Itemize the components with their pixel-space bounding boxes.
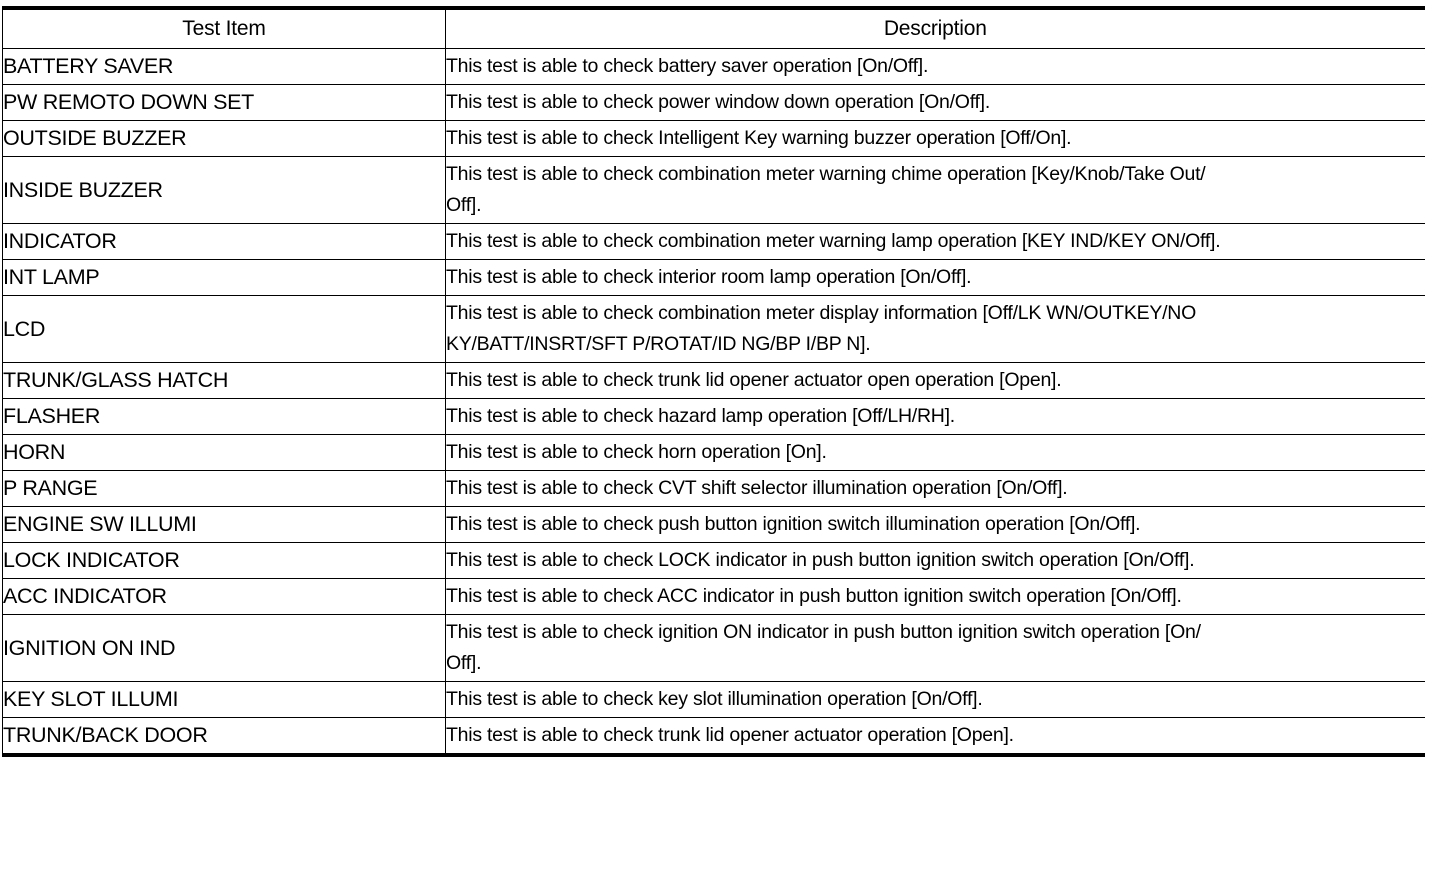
cell-test-item: TRUNK/BACK DOOR bbox=[2, 717, 446, 755]
cell-description: This test is able to check LOCK indicato… bbox=[445, 542, 1425, 579]
cell-test-item: KEY SLOT ILLUMI bbox=[2, 681, 446, 718]
cell-test-item: P RANGE bbox=[2, 470, 446, 507]
cell-description: This test is able to check combination m… bbox=[445, 223, 1425, 260]
cell-test-item: LCD bbox=[2, 295, 446, 363]
cell-description: This test is able to check power window … bbox=[445, 84, 1425, 121]
cell-test-item: BATTERY SAVER bbox=[2, 48, 446, 85]
cell-description: This test is able to check combination m… bbox=[445, 295, 1425, 363]
description-line-2: KY/BATT/INSRT/SFT P/ROTAT/ID NG/BP I/BP … bbox=[446, 333, 871, 355]
cell-test-item: INT LAMP bbox=[2, 259, 446, 296]
cell-description: This test is able to check Intelligent K… bbox=[445, 120, 1425, 157]
cell-description: This test is able to check combination m… bbox=[445, 156, 1425, 224]
cell-description: This test is able to check ACC indicator… bbox=[445, 578, 1425, 615]
description-line-1: This test is able to check combination m… bbox=[446, 302, 1197, 324]
description-line-1: This test is able to check combination m… bbox=[446, 163, 1206, 185]
description-line-2: Off]. bbox=[446, 652, 482, 674]
cell-test-item: PW REMOTO DOWN SET bbox=[2, 84, 446, 121]
cell-description: This test is able to check hazard lamp o… bbox=[445, 398, 1425, 435]
cell-description: This test is able to check key slot illu… bbox=[445, 681, 1425, 718]
cell-test-item: LOCK INDICATOR bbox=[2, 542, 446, 579]
cell-description: This test is able to check CVT shift sel… bbox=[445, 470, 1425, 507]
description-line-2: Off]. bbox=[446, 194, 482, 216]
cell-description: This test is able to check battery saver… bbox=[445, 48, 1425, 85]
cell-description: This test is able to check horn operatio… bbox=[445, 434, 1425, 471]
table-header: Test Item Description bbox=[2, 8, 1425, 49]
column-header-description: Description bbox=[445, 8, 1425, 49]
cell-description: This test is able to check push button i… bbox=[445, 506, 1425, 543]
cell-test-item: FLASHER bbox=[2, 398, 446, 435]
table-header-row: Test Item Description bbox=[2, 8, 1425, 49]
cell-description: This test is able to check trunk lid ope… bbox=[445, 362, 1425, 399]
cell-test-item: INDICATOR bbox=[2, 223, 446, 260]
cell-test-item: OUTSIDE BUZZER bbox=[2, 120, 446, 157]
cell-test-item: INSIDE BUZZER bbox=[2, 156, 446, 224]
column-header-test-item: Test Item bbox=[2, 8, 446, 49]
cell-description: This test is able to check ignition ON i… bbox=[445, 614, 1425, 682]
cell-description: This test is able to check trunk lid ope… bbox=[445, 717, 1425, 755]
cell-test-item: ENGINE SW ILLUMI bbox=[2, 506, 446, 543]
cell-test-item: TRUNK/GLASS HATCH bbox=[2, 362, 446, 399]
cell-test-item: HORN bbox=[2, 434, 446, 471]
cell-test-item: ACC INDICATOR bbox=[2, 578, 446, 615]
cell-description: This test is able to check interior room… bbox=[445, 259, 1425, 296]
cell-test-item: IGNITION ON IND bbox=[2, 614, 446, 682]
description-line-1: This test is able to check ignition ON i… bbox=[446, 621, 1201, 643]
